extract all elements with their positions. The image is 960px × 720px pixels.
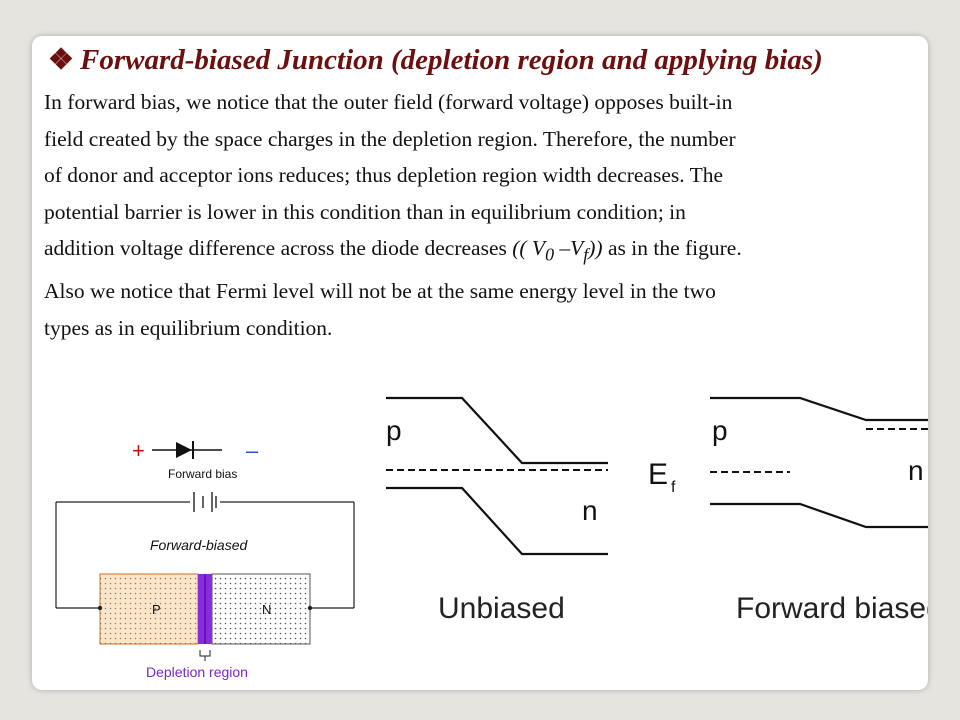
forward-biased-label: Forward-biased [150, 537, 248, 553]
forward-bias-circuit-figure: + – Forward bias Forward-biased [48, 436, 362, 688]
paragraph-line-1: In forward bias, we notice that the oute… [44, 90, 733, 114]
paragraph-line-5-text: addition voltage difference across the d… [44, 236, 513, 261]
paragraph-line-5: addition voltage difference across the d… [44, 230, 928, 273]
title-text: Forward-biased Junction (depletion regio… [80, 44, 823, 76]
n-region-label: N [262, 602, 271, 617]
fermi-level-label: E f [648, 458, 676, 496]
paragraph-line-7: types as in equilibrium condition. [44, 315, 333, 340]
body-paragraph: In forward bias, we notice that the oute… [44, 84, 928, 346]
forward-biased-band-diagram: p n [710, 396, 928, 529]
svg-text:E: E [648, 458, 668, 491]
plus-sign: + [132, 438, 145, 463]
depletion-region-label: Depletion region [146, 664, 248, 680]
slide: ❖Forward-biased Junction (depletion regi… [32, 36, 928, 690]
minus-sign: – [246, 438, 259, 463]
svg-text:f: f [671, 479, 676, 496]
slide-title: ❖Forward-biased Junction (depletion regi… [48, 42, 823, 77]
forward-biased-caption: Forward biased [736, 592, 928, 625]
paragraph-line-3: of donor and acceptor ions reduces; thus… [44, 163, 724, 188]
n-label-unbiased: n [582, 495, 598, 526]
voltage-formula: (( V0 –Vf)) [512, 236, 603, 265]
forward-bias-label: Forward bias [168, 467, 237, 481]
unbiased-band-diagram: p n [386, 396, 608, 556]
diamond-bullet-icon: ❖ [48, 44, 74, 76]
p-region-label: P [152, 602, 161, 617]
p-label-unbiased: p [386, 415, 402, 446]
n-label-forward: n [908, 455, 924, 486]
p-label-forward: p [712, 415, 728, 446]
unbiased-caption: Unbiased [438, 592, 565, 625]
band-diagram-figure: p n E f p n Unbiased Forward biased [376, 392, 928, 652]
diode-icon [176, 442, 192, 458]
paragraph-line-4: potential barrier is lower in this condi… [44, 199, 686, 224]
paragraph-line-2: field created by the space charges in th… [44, 126, 736, 151]
paragraph-line-5-tail: as in the figure. [602, 236, 742, 261]
paragraph-line-6: Also we notice that Fermi level will not… [44, 279, 716, 304]
